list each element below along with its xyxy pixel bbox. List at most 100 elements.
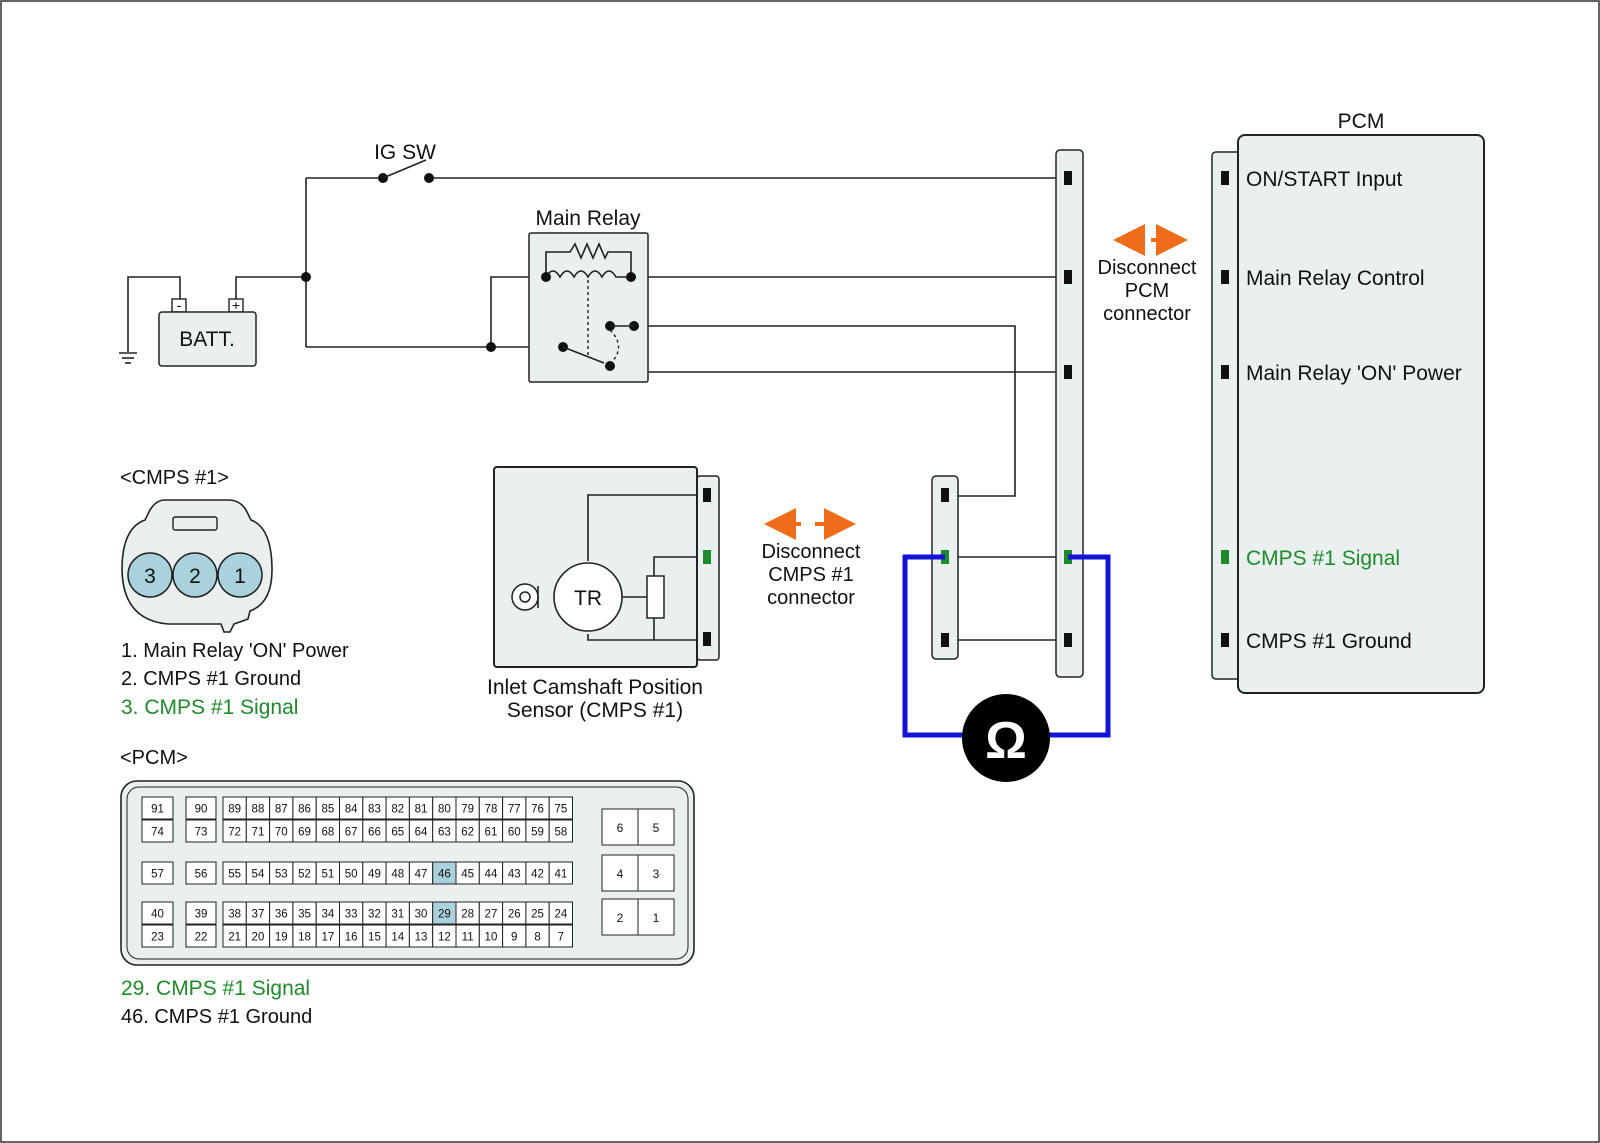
pcm-pin-cell	[637, 898, 675, 936]
pcm-pin-number: 70	[275, 827, 288, 839]
pcm-pin-number: 84	[345, 804, 358, 816]
pcm-pin-number: 54	[252, 869, 265, 881]
pcm-pin-number: 20	[252, 932, 265, 944]
pcm-pin-number: 60	[508, 827, 521, 839]
pcm-pin-number: 83	[368, 804, 381, 816]
pcm-pin-number: 41	[554, 869, 567, 881]
pcm-pin-number: 10	[485, 932, 498, 944]
pcm-pin-cell	[637, 854, 675, 892]
cmps-pin-1: 1	[234, 565, 246, 588]
sensor-name-line2: Sensor (CMPS #1)	[507, 699, 683, 722]
pcm-pin-number: 55	[228, 869, 241, 881]
pcm-pin-number: 25	[531, 909, 544, 921]
pcm-pin-number: 13	[415, 932, 428, 944]
pcm-pin-number: 29	[438, 909, 451, 921]
battery-label: BATT.	[179, 328, 235, 351]
pcm-connector-title: <PCM>	[120, 747, 188, 769]
pcm-pin-cell	[185, 796, 217, 820]
pcm-pin-number: 49	[368, 869, 381, 881]
pcm-pin-number: 30	[415, 909, 428, 921]
pcm-pin-number: 51	[321, 869, 334, 881]
pcm-pin-number: 61	[485, 827, 498, 839]
pcm-pin-cell	[185, 901, 217, 925]
pcm-pin-number: 62	[461, 827, 474, 839]
pcm-pin-number: 5	[653, 821, 660, 835]
pcm-pin-number: 59	[531, 827, 544, 839]
pcm-pin-number: 4	[617, 867, 624, 881]
pcm-pin-number: 86	[298, 804, 311, 816]
pcm-pin-marker	[1221, 270, 1229, 284]
disconnect-pcm-line1: Disconnect	[1098, 257, 1197, 279]
pcm-pin-number: 16	[345, 932, 358, 944]
disconnect-cmps-line1: Disconnect	[762, 541, 861, 563]
pcm-pin-number: 45	[461, 869, 474, 881]
pcm-pin-number: 73	[195, 827, 208, 839]
pcm-pin-cell	[141, 901, 174, 925]
pcm-pin-number: 17	[321, 932, 334, 944]
pcm-pin-number: 80	[438, 804, 451, 816]
harness-connector-pcm	[1055, 149, 1084, 678]
pcm-pin-number: 31	[391, 909, 404, 921]
pcm-pin-number: 9	[511, 932, 517, 944]
main-relay: Main Relay	[528, 207, 649, 383]
pcm-pin-number: 42	[531, 869, 544, 881]
pcm-legend-46: 46. CMPS #1 Ground	[121, 1006, 312, 1028]
pcm-pin-marker	[1221, 365, 1229, 379]
pcm-module	[1237, 134, 1485, 694]
pcm-pin-number: 40	[151, 909, 164, 921]
disconnect-pcm-line2: PCM	[1125, 280, 1169, 302]
pcm-pin-cell	[141, 861, 174, 885]
pcm-legend-29: 29. CMPS #1 Signal	[121, 977, 310, 1000]
pcm-pin-cell	[141, 924, 174, 948]
pcm-pin-number: 56	[195, 869, 208, 881]
pcm-pin-number: 69	[298, 827, 311, 839]
cmps-connector-face: 3 2 1	[121, 499, 273, 633]
pcm-pin-number: 66	[368, 827, 381, 839]
pcm-pin-number: 64	[415, 827, 428, 839]
pcm-pin-cell	[637, 808, 675, 846]
pcm-pin-number: 90	[195, 804, 208, 816]
pcm-pin-number: 52	[298, 869, 311, 881]
pcm-pin-number: 1	[653, 911, 660, 925]
pcm-pin-number: 43	[508, 869, 521, 881]
pcm-pin-number: 18	[298, 932, 311, 944]
target-wheel-icon	[511, 583, 539, 611]
pcm-pin-number: 46	[438, 869, 451, 881]
sensor-name-line1: Inlet Camshaft Position	[487, 676, 703, 699]
pcm-pin-number: 27	[485, 909, 498, 921]
pcm-pin-cell	[141, 796, 174, 820]
pcm-pin-number: 6	[617, 821, 624, 835]
pcm-pin-cell	[548, 861, 574, 885]
tr-label: TR	[574, 587, 602, 610]
pcm-pin-number: 12	[438, 932, 451, 944]
sensor-internal-circuit: TR	[511, 494, 697, 641]
pcm-pin-number: 76	[531, 804, 544, 816]
cmps-legend-2: 2. CMPS #1 Ground	[121, 668, 301, 690]
ohmmeter-lead-right	[1045, 554, 1111, 738]
harness-connector-sensor	[931, 475, 959, 660]
pcm-pin-number: 85	[321, 804, 334, 816]
pcm-pin-number: 82	[391, 804, 404, 816]
battery: - + BATT.	[158, 297, 257, 367]
pcm-pin-marker	[1221, 633, 1229, 647]
cmps-legend-3: 3. CMPS #1 Signal	[121, 696, 298, 719]
pcm-pin-label: CMPS #1 Ground	[1246, 630, 1412, 653]
pcm-pin-number: 71	[252, 827, 265, 839]
pcm-pin-number: 28	[461, 909, 474, 921]
cmps-connector-title: <CMPS #1>	[120, 467, 229, 489]
battery-minus-label: -	[177, 297, 182, 313]
pcm-pin-number: 14	[391, 932, 404, 944]
pcm-pin-number: 74	[151, 827, 164, 839]
circuit-wires	[127, 177, 1068, 641]
pcm-pin-cell	[601, 854, 639, 892]
pcm-pin-label: Main Relay Control	[1246, 267, 1425, 290]
pcm-pin-number: 87	[275, 804, 288, 816]
ohmmeter-icon: Ω	[962, 694, 1050, 782]
pcm-pin-marker	[1221, 171, 1229, 185]
disconnect-cmps-line2: CMPS #1	[768, 564, 854, 586]
cmps-legend-1: 1. Main Relay 'ON' Power	[121, 640, 349, 662]
ignition-switch: IG SW	[374, 141, 436, 183]
pcm-pin-number: 48	[391, 869, 404, 881]
